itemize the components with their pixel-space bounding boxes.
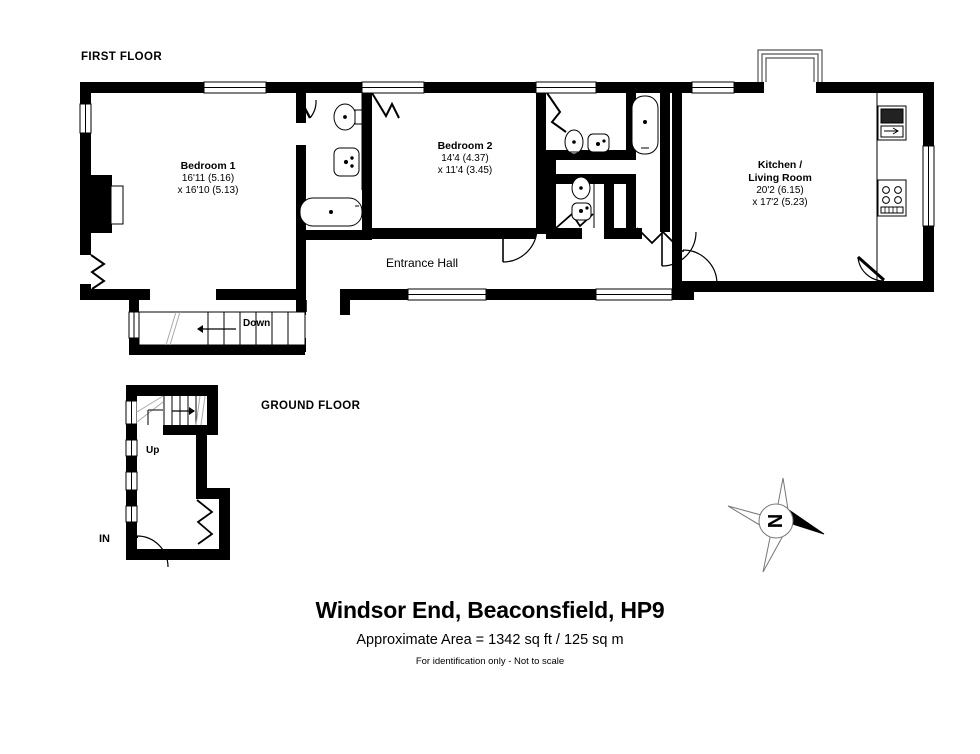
bathroom-left-fixtures xyxy=(299,93,363,227)
kitchen-dimension-2: x 17'2 (5.23) xyxy=(752,196,808,208)
kitchen-sink-icon xyxy=(877,105,907,141)
stairs-up-label: Up xyxy=(146,445,160,456)
window-top-3 xyxy=(535,81,597,94)
door-wc-right xyxy=(636,227,677,246)
plan-disclaimer: For identification only - Not to scale xyxy=(415,656,565,668)
toilet-icon-2 xyxy=(564,129,584,155)
door-kitchen-left xyxy=(682,249,718,285)
window-left-bedroom1 xyxy=(79,103,92,134)
window-bottom-1 xyxy=(407,288,487,301)
bedroom-1-dimension-1: 16'11 (5.16) xyxy=(181,172,235,184)
kitchen-name-line-2: Living Room xyxy=(748,171,812,184)
bedroom-2-dimension-1: 14'4 (4.37) xyxy=(441,152,489,164)
entry-in-label: IN xyxy=(99,533,110,545)
kitchen-name-line-1: Kitchen / xyxy=(757,159,803,171)
door-entrance xyxy=(136,535,169,568)
plan-area-text: Approximate Area = 1342 sq ft / 125 sq m xyxy=(356,632,624,649)
first-floor-heading: FIRST FLOOR xyxy=(81,51,163,63)
window-right-kitchen xyxy=(922,145,935,227)
fireplace-recess xyxy=(110,185,124,225)
hob-icon xyxy=(877,179,907,217)
bathroom-central-fixtures xyxy=(546,95,659,155)
bedroom-1-dimension-2: x 16'10 (5.13) xyxy=(177,184,239,196)
window-ground-4 xyxy=(125,505,138,523)
bedroom-2-name: Bedroom 2 xyxy=(437,140,493,152)
toilet-icon-1 xyxy=(333,103,363,131)
plan-title: Windsor End, Beaconsfield, HP9 xyxy=(315,597,665,623)
bedroom-2-dimension-2: x 11'4 (3.45) xyxy=(437,164,493,176)
room-label-bedroom-1: Bedroom 1 16'11 (5.16) x 16'10 (5.13) xyxy=(118,160,298,197)
bedroom-1-name: Bedroom 1 xyxy=(180,160,236,172)
sink-icon-3 xyxy=(571,202,592,221)
staircase-down xyxy=(138,311,306,346)
kitchen-dimension-1: 20'2 (6.15) xyxy=(756,184,804,196)
sink-icon-2 xyxy=(587,133,610,153)
staircase-up xyxy=(136,395,207,426)
door-bedroom2-hall xyxy=(502,227,538,263)
wc-fixtures xyxy=(571,174,595,228)
kitchen-fixtures xyxy=(876,93,907,291)
door-kitchen-right xyxy=(857,255,885,282)
door-bathroom-central-top xyxy=(546,92,567,133)
window-bottom-2 xyxy=(595,288,673,301)
toilet-icon-3 xyxy=(571,176,591,200)
window-ground-3 xyxy=(125,471,138,491)
first-floor-windows xyxy=(79,81,935,339)
door-bathroom-1 xyxy=(295,92,317,119)
room-label-kitchen-living-room: Kitchen / Living Room 20'2 (6.15) x 17'2… xyxy=(690,159,870,209)
first-floor-plan xyxy=(79,49,935,355)
window-top-2 xyxy=(361,81,425,94)
compass-north-letter: N xyxy=(763,514,785,528)
window-top-4 xyxy=(691,81,735,94)
door-hall-kitchen xyxy=(661,231,697,267)
door-bedroom1-left xyxy=(90,254,106,290)
door-ground-double xyxy=(196,499,214,545)
ground-floor-windows xyxy=(125,400,138,523)
compass-rose: N xyxy=(727,477,825,573)
room-label-bedroom-2: Bedroom 2 14'4 (4.37) x 11'4 (3.45) xyxy=(375,140,555,177)
title-block: Windsor End, Beaconsfield, HP9 Approxima… xyxy=(0,597,980,668)
entrance-hall-label: Entrance Hall xyxy=(386,256,459,270)
compass-dial xyxy=(758,503,794,539)
window-ground-1 xyxy=(125,400,138,425)
ground-floor-heading: GROUND FLOOR xyxy=(261,400,361,412)
door-bedroom2-top xyxy=(371,92,400,119)
window-stairwell xyxy=(128,311,140,339)
sink-icon-1 xyxy=(333,147,360,177)
ground-floor-walls xyxy=(126,385,230,560)
bathtub-icon-2 xyxy=(631,95,659,155)
window-ground-2 xyxy=(125,439,138,457)
ground-floor-plan xyxy=(125,385,230,568)
bay-window-projection xyxy=(757,49,823,82)
bathtub-icon-1 xyxy=(299,197,363,227)
window-top-1 xyxy=(203,81,267,94)
stairs-down-label: Down xyxy=(243,318,271,329)
